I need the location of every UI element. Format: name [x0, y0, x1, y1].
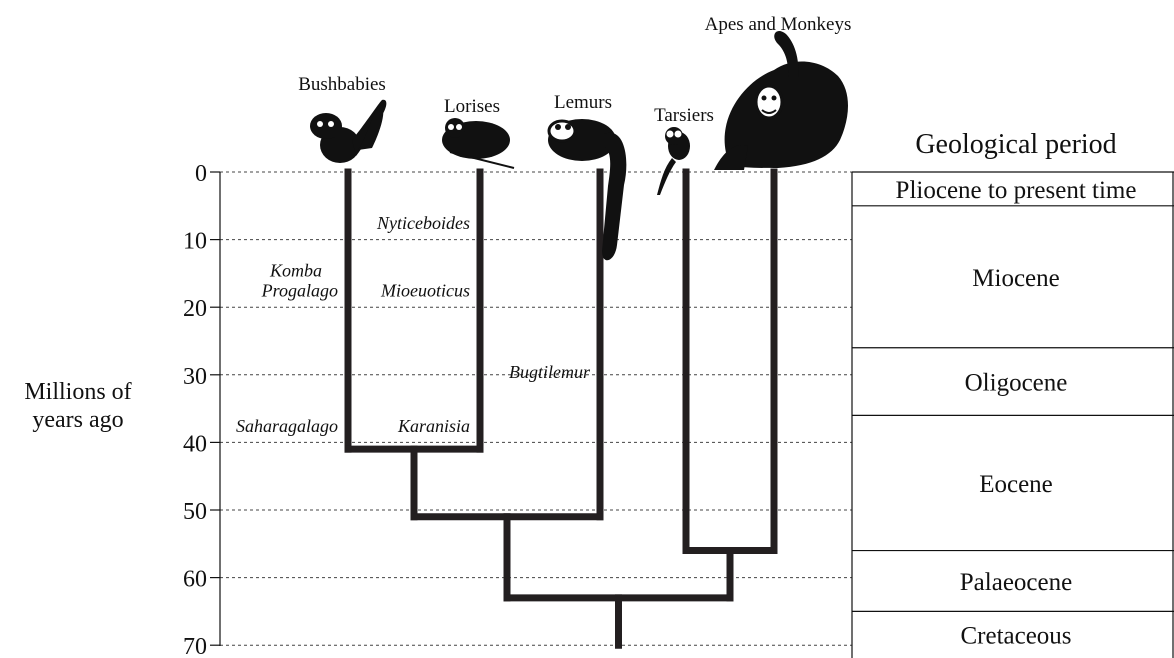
- fossil-label: Karanisia: [397, 416, 470, 436]
- y-axis-label-line-1: Millions of: [24, 379, 131, 405]
- y-tick-label: 40: [183, 431, 207, 457]
- geo-period-label: Pliocene to present time: [896, 177, 1137, 204]
- y-tick-label: 50: [183, 499, 207, 525]
- y-axis-ticks: 0 10 20 30 40 50 60 70: [183, 161, 220, 658]
- fossil-label: Bugtilemur: [509, 362, 591, 382]
- bushbaby-silhouette: [310, 100, 386, 163]
- y-tick-label: 10: [183, 229, 207, 255]
- y-tick-label: 0: [195, 161, 207, 187]
- y-tick-label: 20: [183, 296, 207, 322]
- geo-period-label: Cretaceous: [960, 623, 1071, 650]
- phylogenetic-tree: [348, 172, 774, 645]
- geo-period-label: Eocene: [979, 471, 1053, 498]
- y-tick-label: 30: [183, 364, 207, 390]
- fossil-label: Nyticeboides: [376, 213, 470, 233]
- lemur-silhouette: [548, 119, 626, 260]
- ape-silhouette: [714, 31, 848, 170]
- fossil-label: Progalago: [261, 281, 338, 301]
- geo-period-label: Palaeocene: [960, 569, 1072, 596]
- taxon-label: Lorises: [444, 96, 500, 117]
- fossil-label: Komba: [269, 260, 322, 280]
- y-axis-label-line-2: years ago: [32, 407, 123, 433]
- y-tick-label: 70: [183, 634, 207, 658]
- geological-period-table: Pliocene to present timeMioceneOligocene…: [852, 172, 1174, 658]
- geo-period-label: Oligocene: [965, 370, 1068, 397]
- taxon-label: Apes and Monkeys: [705, 14, 852, 35]
- fossil-label: Mioeuoticus: [380, 281, 470, 301]
- y-tick-label: 60: [183, 567, 207, 593]
- gridlines: [220, 172, 852, 645]
- geological-period-header: Geological period: [915, 129, 1116, 160]
- geo-period-label: Miocene: [972, 265, 1059, 292]
- taxon-label: Bushbabies: [298, 74, 386, 95]
- taxon-label: Tarsiers: [654, 105, 714, 126]
- fossil-label: Saharagalago: [236, 416, 338, 436]
- loris-silhouette: [442, 118, 514, 168]
- taxon-label: Lemurs: [554, 92, 612, 113]
